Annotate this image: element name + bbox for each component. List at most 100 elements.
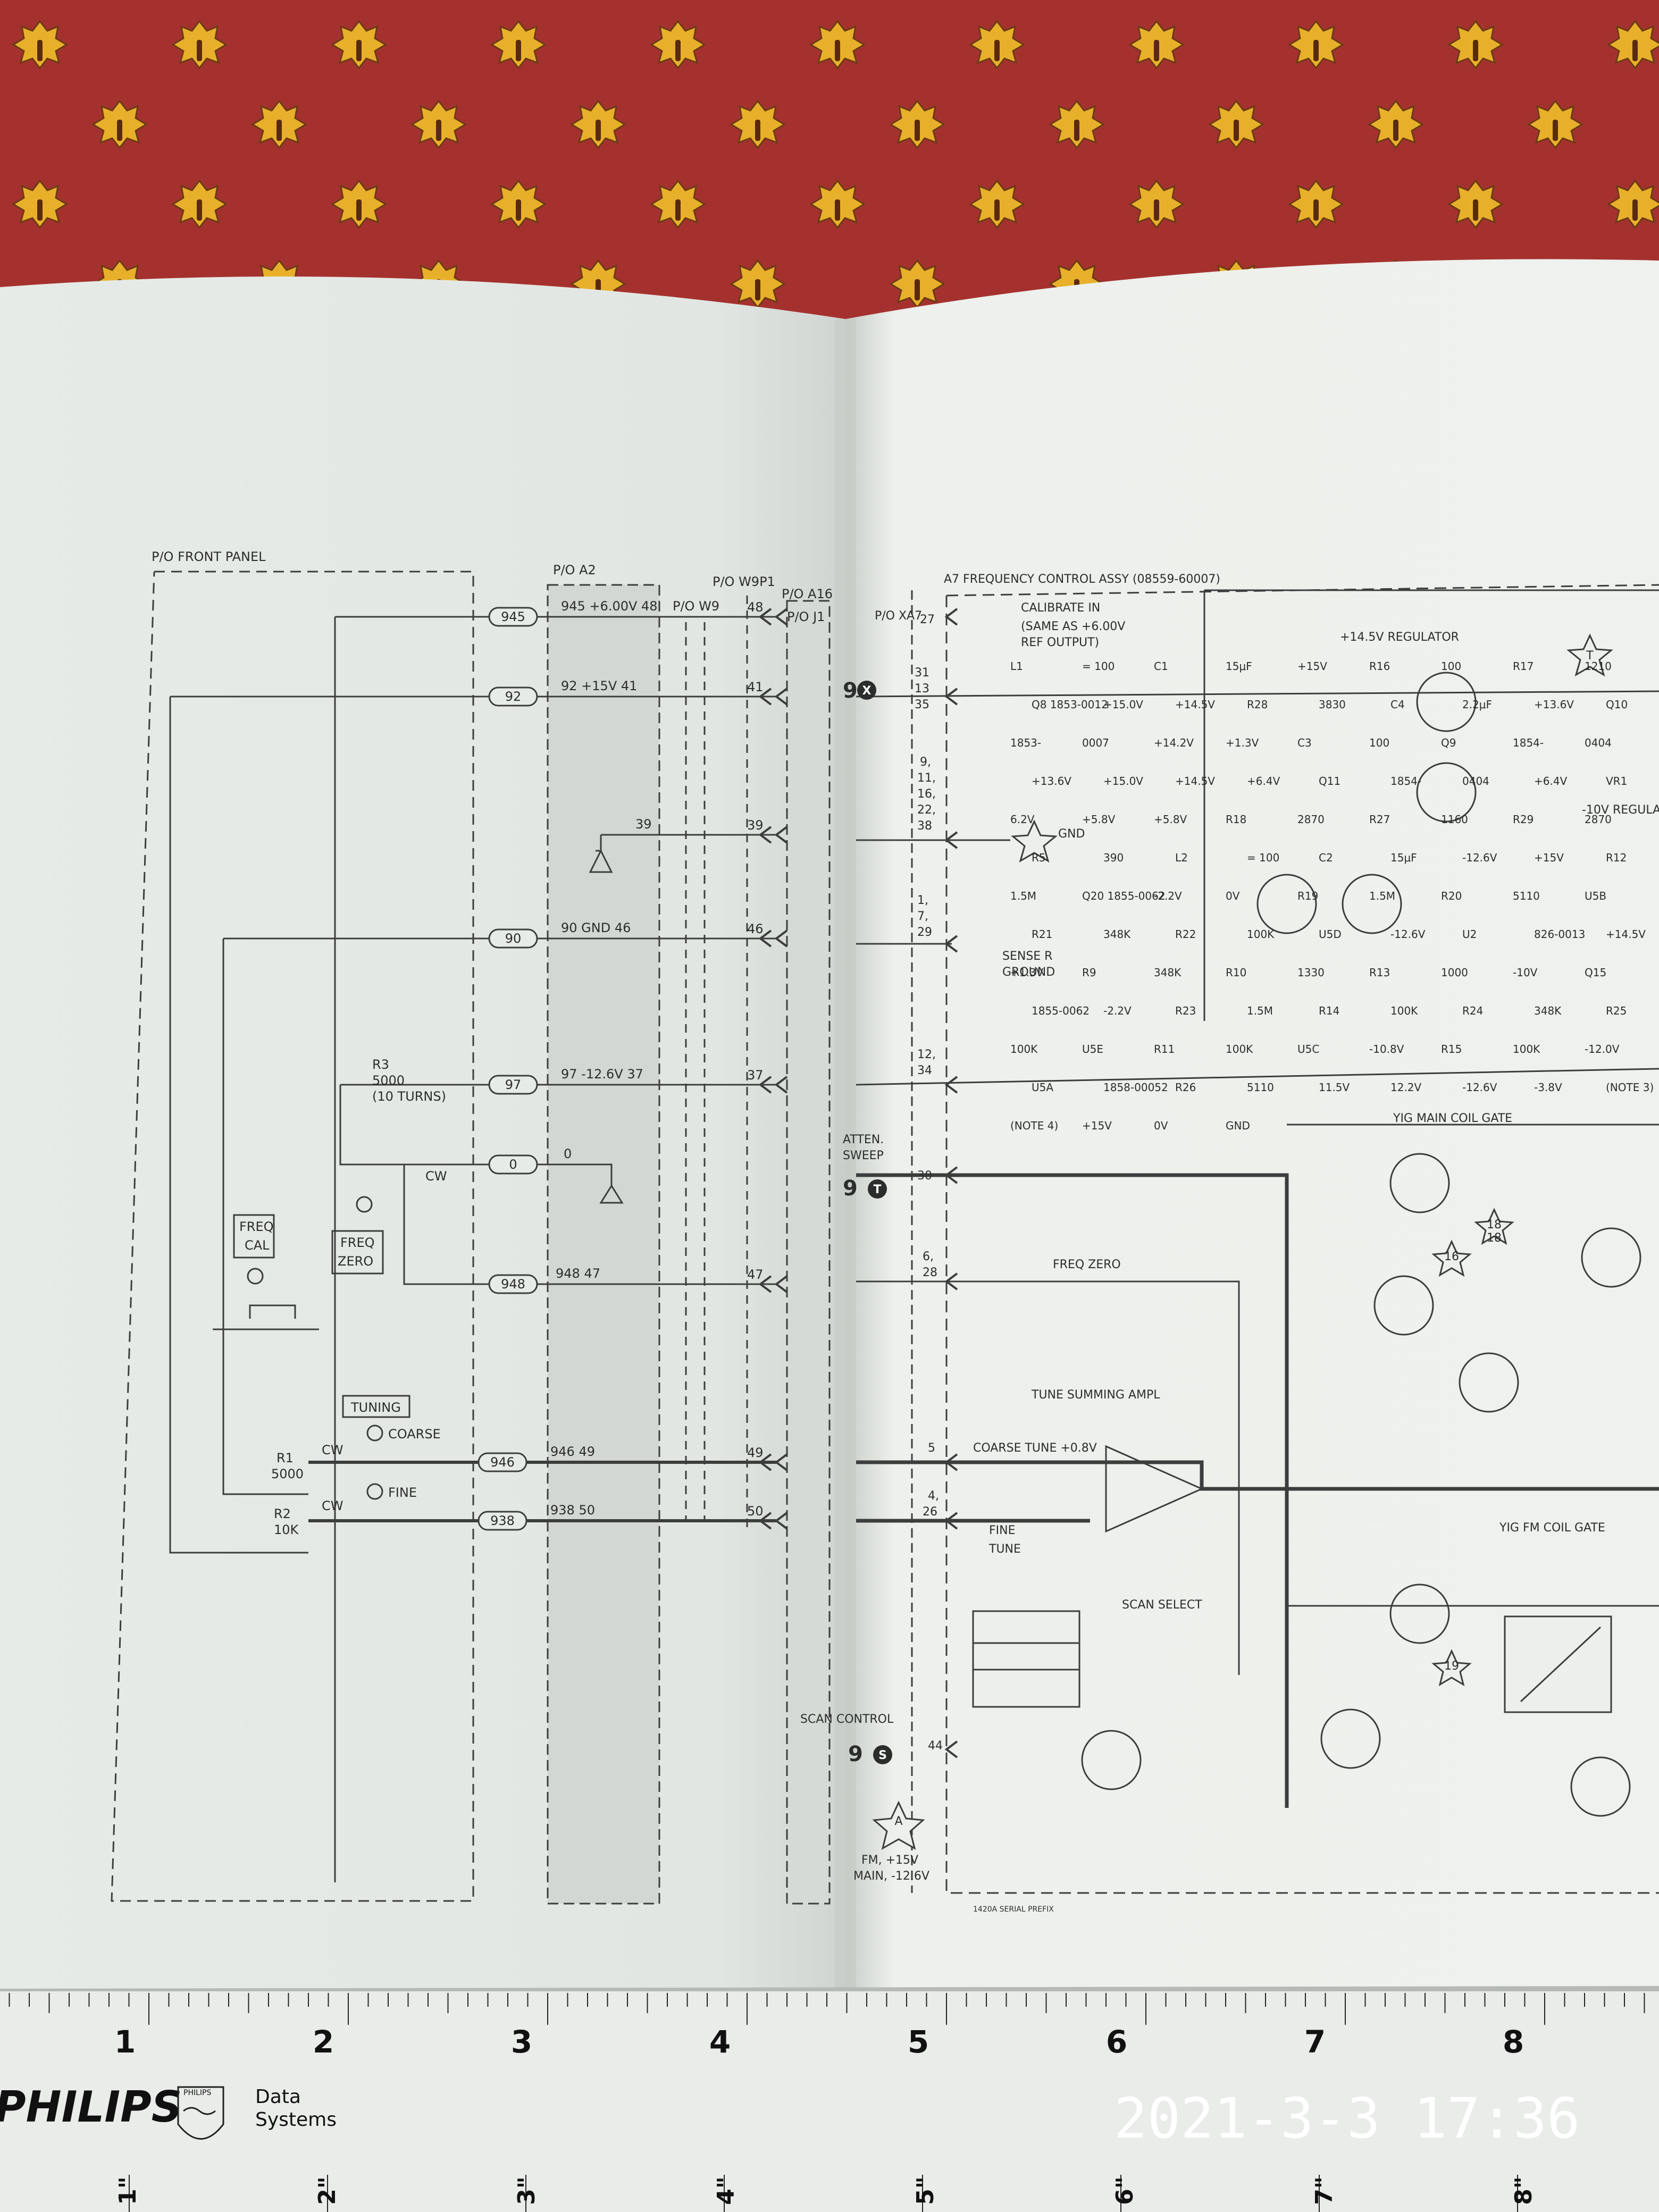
a16-board bbox=[786, 600, 831, 1905]
component-label-96: R15 bbox=[1441, 1043, 1462, 1055]
transistor-q8 bbox=[1416, 672, 1477, 732]
wire-label-92: 92 bbox=[505, 689, 522, 704]
j1-pin-39: 39 bbox=[747, 818, 764, 833]
xa7-pin-19: 26 bbox=[923, 1505, 937, 1519]
component-label-63: R21 bbox=[1032, 928, 1052, 941]
component-label-85: R14 bbox=[1319, 1004, 1339, 1017]
ruler-inch-3: 3" bbox=[513, 2176, 540, 2205]
ruler-inch-2: 2" bbox=[314, 2176, 341, 2205]
component-label-92: R11 bbox=[1154, 1043, 1175, 1055]
transistor-q21 bbox=[1581, 1227, 1641, 1288]
a2-board bbox=[547, 584, 660, 1905]
star-18b: 18 bbox=[1487, 1231, 1502, 1245]
fm-ramp-display bbox=[1504, 1615, 1612, 1713]
star-t: T bbox=[1586, 649, 1594, 663]
xa7-pin-7: 22, bbox=[917, 803, 936, 817]
freq-zero-right: FREQ ZERO bbox=[1053, 1258, 1121, 1271]
ruler-cm-5: 5 bbox=[908, 2024, 929, 2060]
component-label-88: 348K bbox=[1534, 1004, 1562, 1017]
ruler-cm-7: 7 bbox=[1304, 2024, 1326, 2060]
component-label-30: +6.4V bbox=[1247, 775, 1280, 787]
component-label-81: 1855-0062 bbox=[1032, 1004, 1090, 1017]
component-label-45: R5 bbox=[1032, 851, 1046, 864]
a16-label: P/O A16 bbox=[782, 586, 833, 601]
component-label-29: +14.5V bbox=[1175, 775, 1215, 787]
calibrate-3: REF OUTPUT) bbox=[1021, 636, 1099, 649]
sense-2: GROUND bbox=[1002, 966, 1055, 979]
component-label-27: +13.6V bbox=[1032, 775, 1071, 787]
a2-pin-945: 945 +6.00V 48 bbox=[561, 599, 658, 614]
badge-9-s: 9 bbox=[848, 1742, 863, 1766]
component-label-100: 1858-00052 bbox=[1103, 1081, 1168, 1094]
regulator2-label: -10V REGULA bbox=[1582, 803, 1659, 817]
r1-cw: CW bbox=[322, 1443, 343, 1457]
component-label-11: +14.5V bbox=[1175, 698, 1215, 711]
transistor-q9 bbox=[1256, 874, 1317, 934]
component-label-52: +15V bbox=[1534, 851, 1564, 864]
component-label-87: R24 bbox=[1462, 1004, 1483, 1017]
component-label-56: -2.2V bbox=[1154, 890, 1182, 902]
ruler-cm-1: 1 bbox=[114, 2024, 136, 2060]
a2-pin-90: 90 GND 46 bbox=[561, 920, 631, 935]
atten-1: ATTEN. bbox=[843, 1133, 884, 1146]
component-label-69: U2 bbox=[1462, 928, 1477, 941]
component-label-70: 826-0013 bbox=[1534, 928, 1585, 941]
ruler-inch-6: 6" bbox=[1111, 2176, 1138, 2205]
xa7-pin-8: 38 bbox=[917, 819, 932, 833]
component-label-49: C2 bbox=[1319, 851, 1333, 864]
wire-label-938: 938 bbox=[490, 1513, 515, 1528]
badge-9-x: 9 bbox=[843, 678, 858, 703]
xa7-pin-18: 4, bbox=[928, 1489, 939, 1503]
component-label-23: 100 bbox=[1369, 736, 1389, 749]
serial-prefix: 1420A SERIAL PREFIX bbox=[973, 1905, 1054, 1914]
component-label-48: = 100 bbox=[1247, 851, 1279, 864]
component-label-37: +5.8V bbox=[1082, 813, 1116, 826]
r2-cw: CW bbox=[322, 1498, 343, 1513]
component-label-41: R27 bbox=[1369, 813, 1390, 826]
component-label-98: -12.0V bbox=[1585, 1043, 1620, 1055]
component-label-42: 1160 bbox=[1441, 813, 1468, 826]
xa7-pin-3: 35 bbox=[915, 698, 929, 711]
xa7-pin-20: 44 bbox=[928, 1739, 943, 1753]
ruler-cm-6: 6 bbox=[1106, 2024, 1127, 2060]
ruler-inch-8: 8" bbox=[1510, 2176, 1537, 2205]
r1-label: R1 bbox=[276, 1451, 294, 1465]
calibrate-2: (SAME AS +6.00V bbox=[1021, 620, 1125, 633]
component-label-62: U5B bbox=[1585, 890, 1606, 902]
component-label-9: Q8 1853-0012 bbox=[1032, 698, 1108, 711]
component-label-83: R23 bbox=[1175, 1004, 1196, 1017]
ruler-inch-4: 4" bbox=[713, 2176, 740, 2205]
component-label-110: 0V bbox=[1154, 1119, 1168, 1132]
component-label-108: (NOTE 4) bbox=[1010, 1119, 1058, 1132]
component-label-22: C3 bbox=[1297, 736, 1312, 749]
j1-pin-41: 41 bbox=[747, 680, 764, 694]
r2-label: R2 bbox=[274, 1506, 291, 1521]
transistor-q11 bbox=[1342, 874, 1402, 934]
component-label-5: R16 bbox=[1369, 660, 1390, 673]
wire-0 bbox=[404, 1163, 613, 1186]
philips-brand: PHILIPS bbox=[0, 2082, 182, 2132]
xa7-pin-5: 11, bbox=[917, 772, 936, 785]
component-label-76: 1330 bbox=[1297, 966, 1325, 979]
star-16: 16 bbox=[1444, 1250, 1459, 1263]
fm-1: FM, +15V bbox=[861, 1854, 918, 1867]
component-label-36: 6.2V bbox=[1010, 813, 1035, 826]
component-label-24: Q9 bbox=[1441, 736, 1456, 749]
left-page bbox=[0, 276, 845, 1999]
assy-title: A7 FREQUENCY CONTROL ASSY (08559-60007) bbox=[944, 573, 1220, 586]
component-label-111: GND bbox=[1226, 1119, 1250, 1132]
a2-pin-92: 92 +15V 41 bbox=[561, 678, 637, 693]
component-label-94: U5C bbox=[1297, 1043, 1319, 1055]
transistor-q15 bbox=[1389, 1583, 1450, 1644]
j1-label: P/O J1 bbox=[787, 609, 825, 624]
xa7-pin-16: 28 bbox=[923, 1266, 937, 1279]
gnd-label: GND bbox=[1058, 827, 1085, 841]
component-label-0: L1 bbox=[1010, 660, 1023, 673]
transistor-u5a bbox=[1570, 1756, 1631, 1817]
component-label-54: 1.5M bbox=[1010, 890, 1036, 902]
component-label-91: U5E bbox=[1082, 1043, 1103, 1055]
freq-cal-switch bbox=[213, 1304, 319, 1330]
xa7-pin-15: 6, bbox=[923, 1250, 934, 1263]
component-label-78: 1000 bbox=[1441, 966, 1468, 979]
